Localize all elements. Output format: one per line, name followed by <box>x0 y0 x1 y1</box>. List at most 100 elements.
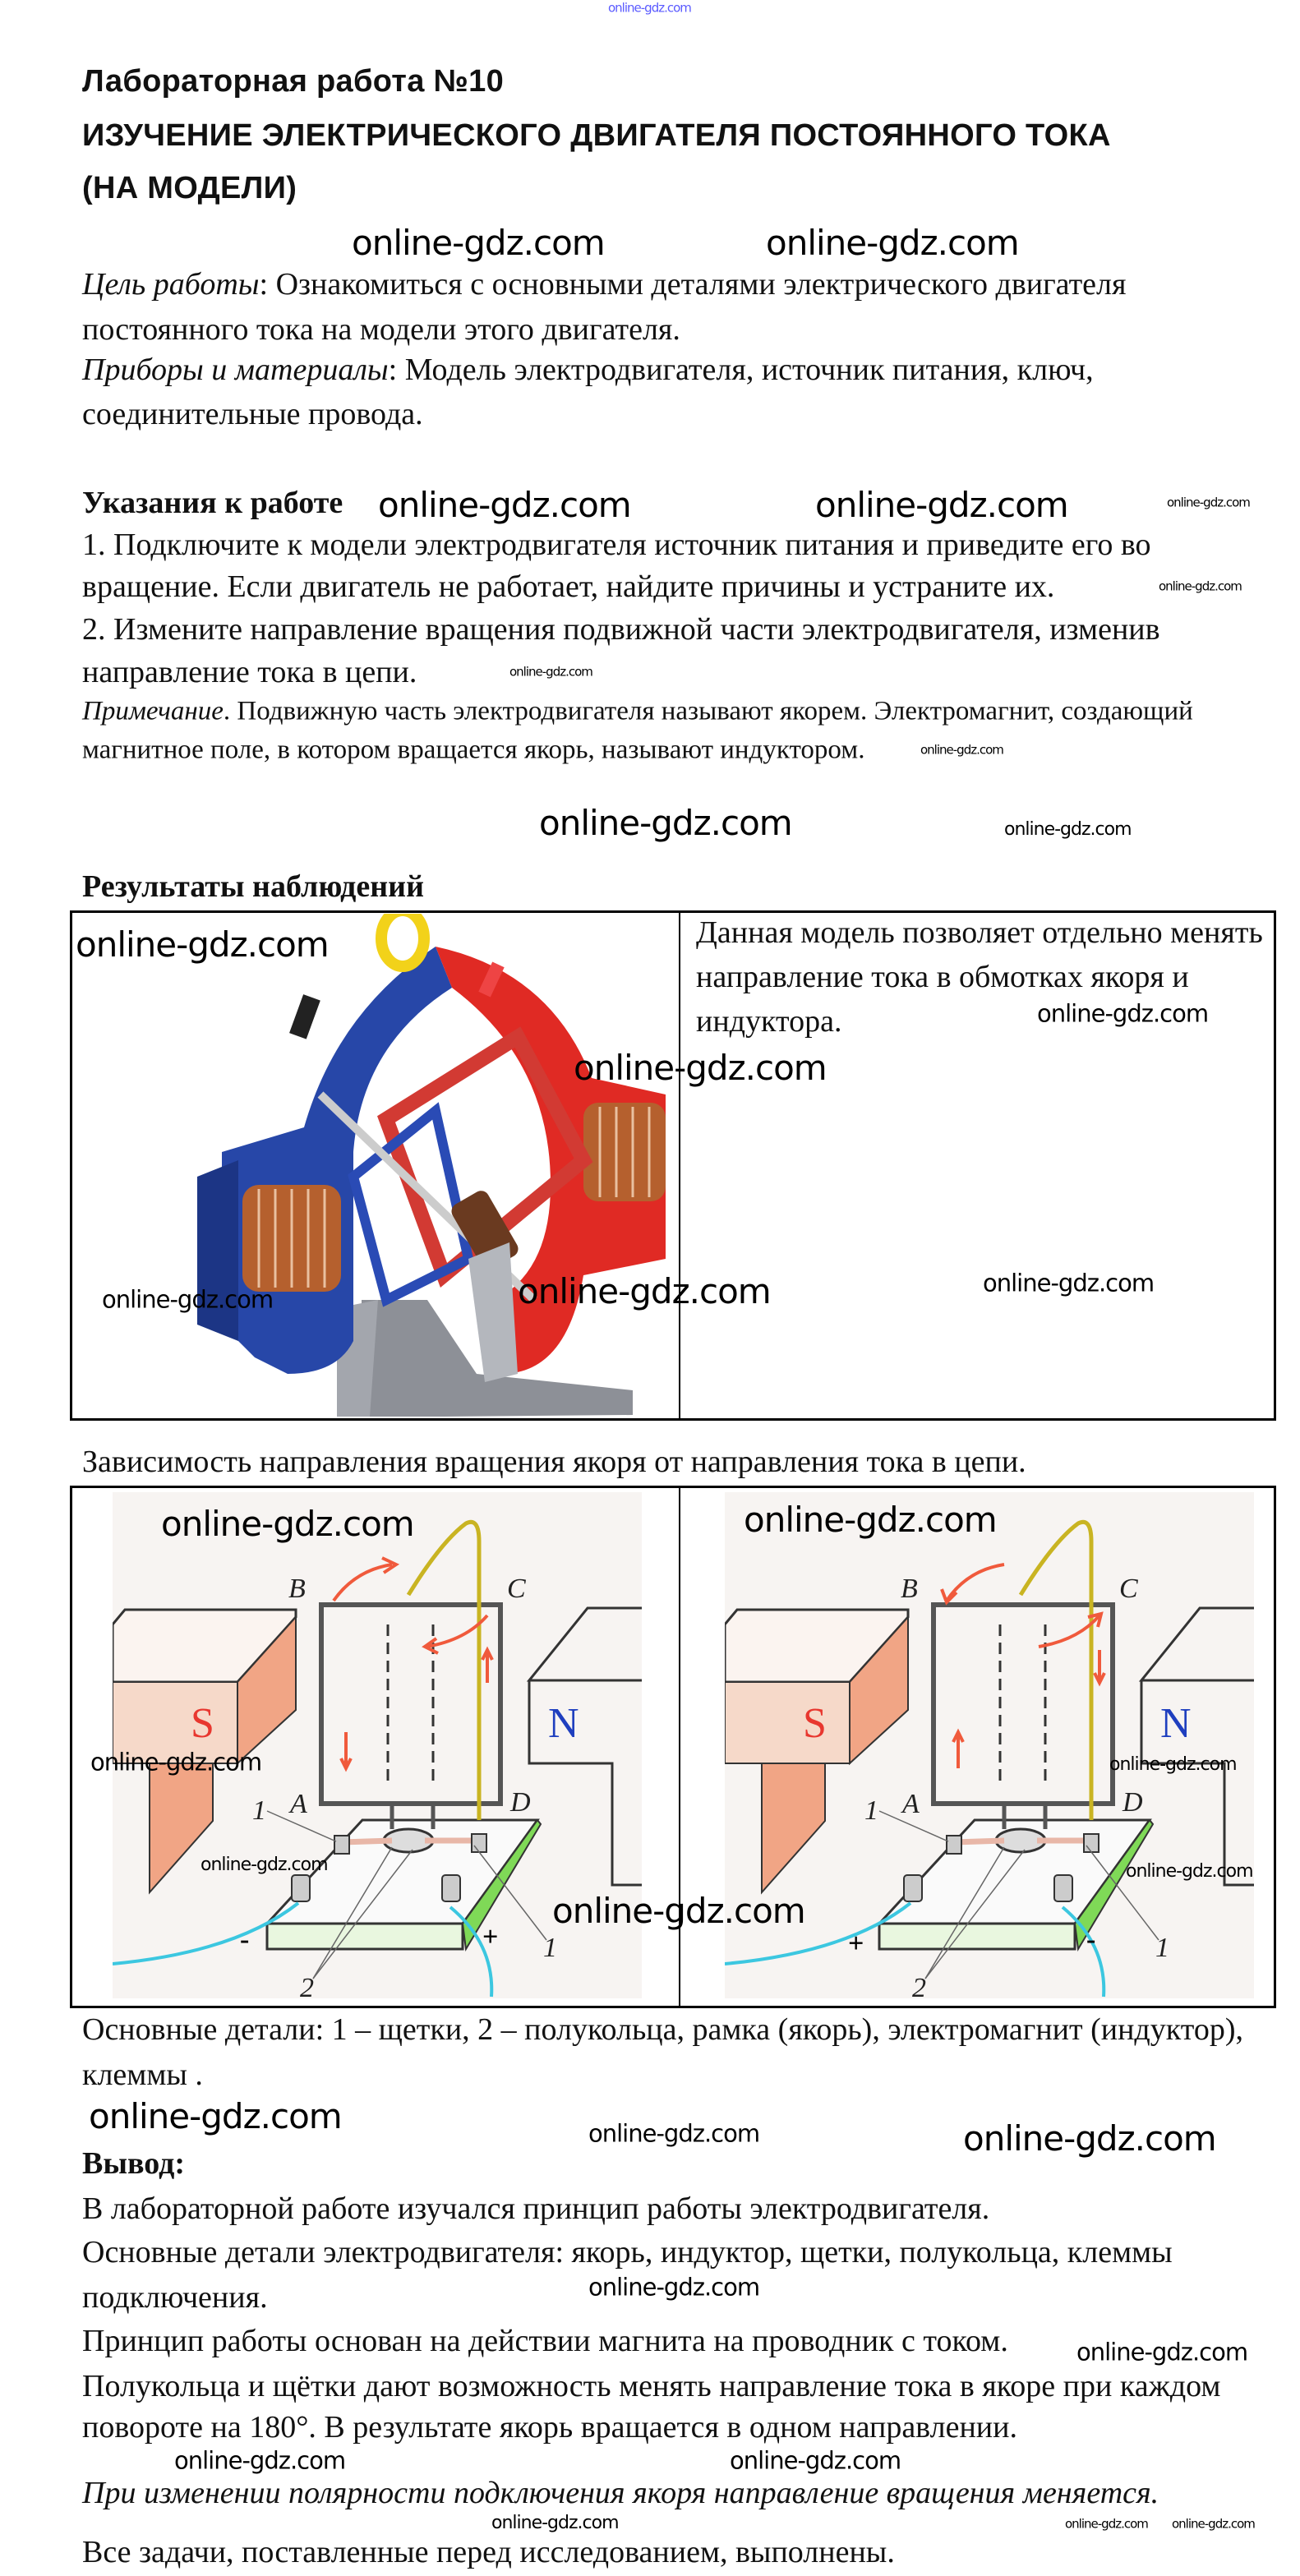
motor-base <box>362 1300 633 1417</box>
table-divider <box>679 1488 680 2006</box>
magnet-n <box>526 1606 642 1887</box>
armature-frame <box>931 1602 1115 1806</box>
goal-text: : Ознакомиться с основными деталями элек… <box>259 267 1127 302</box>
label-brush: 1 <box>543 1933 557 1963</box>
watermark: online-gdz.com <box>1167 495 1251 510</box>
conclusion-line: повороте на 180°. В результате якорь вра… <box>82 2410 1017 2445</box>
watermark: online-gdz.com <box>730 2446 901 2475</box>
watermark: online-gdz.com <box>161 1504 415 1544</box>
motor-diagram-left: S N B C A D 1 1 2 - + <box>113 1492 642 1998</box>
conclusion-line: Основные детали электродвигателя: якорь,… <box>82 2235 1173 2270</box>
diagram-table <box>70 1486 1276 2008</box>
watermark: online-gdz.com <box>574 1048 827 1088</box>
conclusion-final-line: Все задачи, поставленные перед исследова… <box>82 2535 895 2569</box>
watermark: online-gdz.com <box>963 2118 1217 2159</box>
label-s: S <box>803 1700 827 1747</box>
wire <box>449 1906 494 1998</box>
yellow-wire <box>406 1519 482 1820</box>
yellow-ring <box>376 914 430 972</box>
yellow-wire <box>1018 1519 1094 1820</box>
goal-line-2: постоянного тока на модели этого двигате… <box>82 312 680 347</box>
armature-frame <box>319 1602 503 1806</box>
equipment-label: Приборы и материалы <box>82 353 389 387</box>
label-n: N <box>1160 1700 1192 1747</box>
wire <box>725 1901 912 1965</box>
watermark: online-gdz.com <box>766 223 1020 263</box>
results-heading: Результаты наблюдений <box>82 869 424 904</box>
results-description-line: индуктора. <box>696 1004 842 1039</box>
watermark: online-gdz.com <box>1126 1861 1254 1882</box>
watermark: online-gdz.com <box>1004 819 1132 840</box>
table-divider <box>679 913 680 1418</box>
watermark: online-gdz.com <box>201 1855 329 1875</box>
label-minus: - <box>240 1924 249 1955</box>
equipment-line: Приборы и материалы: Модель электродвига… <box>82 354 1094 385</box>
label-brush: 1 <box>252 1795 266 1826</box>
wire <box>113 1901 300 1965</box>
watermark: online-gdz.com <box>1172 2516 1256 2532</box>
lab-number-title: Лабораторная работа №10 <box>82 64 505 99</box>
instruction-line: 2. Измените направление вращения подвижн… <box>82 612 1160 647</box>
instructions-heading: Указания к работе <box>82 486 343 520</box>
instruction-line: направление тока в цепи. <box>82 655 417 689</box>
watermark: online-gdz.com <box>89 2096 343 2136</box>
terminal <box>903 1874 923 1902</box>
red-stator <box>436 947 666 1374</box>
terminal <box>478 961 505 998</box>
lab-title: ИЗУЧЕНИЕ ЭЛЕКТРИЧЕСКОГО ДВИГАТЕЛЯ ПОСТОЯ… <box>82 118 1111 153</box>
label-c: C <box>1119 1574 1138 1604</box>
watermark: online-gdz.com <box>920 742 1004 758</box>
watermark: online-gdz.com <box>518 1271 772 1311</box>
conclusion-line: В лабораторной работе изучался принцип р… <box>82 2191 990 2226</box>
note-label: Примечание <box>82 696 224 726</box>
results-description-line: Данная модель позволяет отдельно менять <box>696 915 1263 950</box>
diagram-caption: Зависимость направления вращения якоря о… <box>82 1445 1026 1479</box>
wire <box>1061 1906 1106 1998</box>
label-b: B <box>288 1574 306 1604</box>
magnet-n <box>1138 1606 1254 1887</box>
magnet-s <box>725 1608 910 1895</box>
label-c: C <box>507 1574 526 1604</box>
label-half-ring: 2 <box>300 1973 314 1998</box>
parts-line: клеммы . <box>82 2058 203 2092</box>
watermark: online-gdz.com <box>491 2513 620 2533</box>
watermark: online-gdz.com <box>608 0 692 16</box>
label-brush: 1 <box>1155 1933 1169 1963</box>
lab-title-subtitle: (НА МОДЕЛИ) <box>82 171 297 205</box>
conclusion-line: Принцип работы основан на действии магни… <box>82 2324 1008 2358</box>
watermark: online-gdz.com <box>509 664 593 680</box>
instruction-line: 1. Подключите к модели электродвигателя … <box>82 528 1151 562</box>
rotation-arrows <box>940 1563 1106 1768</box>
watermark: online-gdz.com <box>1076 2338 1248 2366</box>
label-d: D <box>509 1787 531 1818</box>
watermark: online-gdz.com <box>983 1269 1155 1297</box>
label-a: A <box>288 1789 307 1819</box>
note-line-2: магнитное поле, в котором вращается якор… <box>82 735 865 765</box>
terminal <box>291 1874 311 1902</box>
brush <box>946 1835 962 1855</box>
label-brush: 1 <box>864 1795 878 1826</box>
label-s: S <box>191 1700 214 1747</box>
goal-label: Цель работы <box>82 267 260 302</box>
watermark: online-gdz.com <box>90 1748 262 1776</box>
label-minus: - <box>1086 1924 1095 1955</box>
watermark: online-gdz.com <box>1109 1754 1238 1775</box>
instruction-line: вращение. Если двигатель не работает, на… <box>82 569 1055 604</box>
note-line: Примечание. Подвижную часть электродвига… <box>82 698 1193 726</box>
note-text: . Подвижную часть электродвигателя назыв… <box>223 696 1193 726</box>
brush <box>334 1835 350 1855</box>
conclusion-heading: Вывод: <box>82 2146 186 2181</box>
magnet-s <box>113 1608 297 1895</box>
rotor-frame <box>377 1026 593 1288</box>
conclusion-line: Полукольца и щётки дают возможность меня… <box>82 2369 1221 2403</box>
label-b: B <box>901 1574 918 1604</box>
results-description-line: направление тока в обмотках якоря и <box>696 960 1189 994</box>
equipment-line-2: соединительные провода. <box>82 397 423 431</box>
rotation-arrows <box>332 1556 494 1772</box>
brush <box>1083 1833 1099 1853</box>
watermark: online-gdz.com <box>815 485 1069 525</box>
label-plus: + <box>848 1929 864 1959</box>
goal-line: Цель работы: Ознакомиться с основными де… <box>82 269 1126 300</box>
watermark: online-gdz.com <box>552 1891 806 1931</box>
watermark: online-gdz.com <box>378 485 632 525</box>
